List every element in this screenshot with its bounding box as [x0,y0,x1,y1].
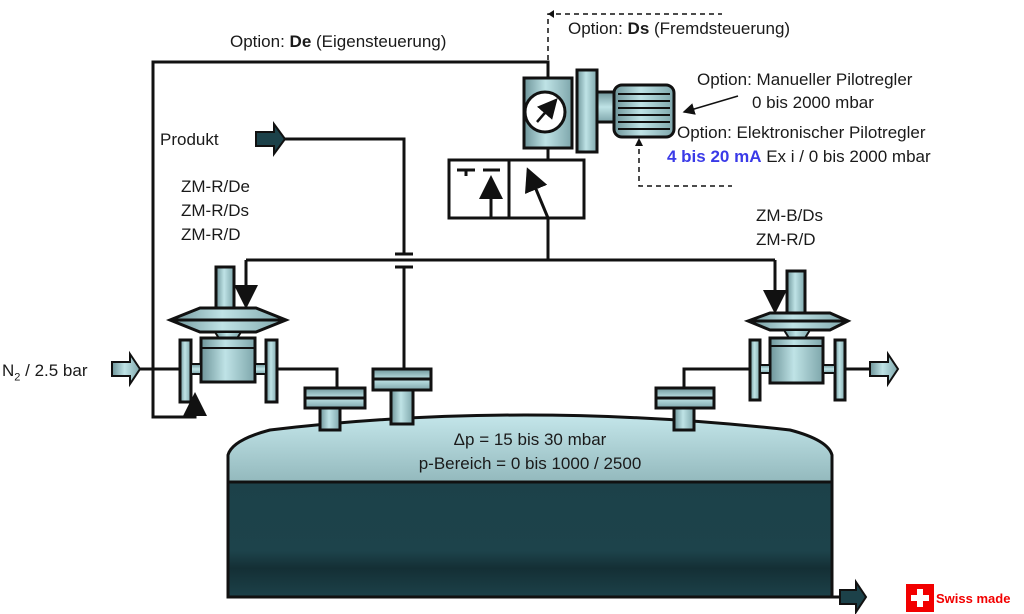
n2-inlet-label: N2 / 2.5 bar [2,361,88,387]
tank-nozzle-right [654,386,716,432]
storage-tank [226,413,834,599]
left-model-3: ZM-R/D [181,225,241,244]
left-regulator-valve [165,265,291,404]
n2-suffix: / 2.5 bar [20,361,88,380]
right-model-1: ZM-B/Ds [756,206,824,225]
swiss-made-text: Swiss made [936,590,1011,606]
n2-inlet-arrow-icon [111,350,142,388]
ep-arrow-icon [635,138,643,146]
ds-arrow-icon [548,10,554,18]
option-ds-prefix: Option: [568,19,628,38]
n2-subscript: 2 [14,371,21,384]
produkt-label: Produkt [160,130,219,149]
pilot-regulator [522,68,676,164]
piping [140,60,870,419]
switching-valve [447,158,586,220]
option-de-code: De [289,32,312,51]
tank-range-label: p-Bereich = 0 bis 1000 / 2500 [418,454,642,473]
swiss-made-badge: Swiss made [906,584,1010,612]
produkt-arrow-icon [255,120,287,158]
option-ds-label: Option: Ds (Fremdsteuerung) [568,19,790,39]
right-model-2: ZM-R/D [756,230,816,249]
tank-nozzle-center [371,367,433,426]
pipe-crossing [395,252,413,269]
swiss-flag-icon [906,584,934,612]
option-de-prefix: Option: [230,32,290,51]
electronic-pilot-signal: 4 bis 20 mA [667,147,762,166]
left-model-2: ZM-R/Ds [181,201,249,220]
electronic-pilot-line2: 4 bis 20 mA Ex i / 0 bis 2000 mbar [667,147,931,167]
option-de-label: Option: De (Eigensteuerung) [230,32,446,52]
option-ds-code: Ds [627,19,650,38]
tank-nozzle-left [303,386,367,432]
manual-pilot-pointer [682,95,739,115]
tank-gas-space [226,413,834,484]
manual-pilot-line1: Option: Manueller Pilotregler [697,70,913,89]
tank-dp-label: Δp = 15 bis 30 mbar [453,430,607,449]
left-model-1: ZM-R/De [181,177,250,196]
outlet-arrow-icon [839,578,868,614]
right-outlet-arrow-icon [869,350,900,388]
manual-pilot-line2: 0 bis 2000 mbar [752,93,874,112]
electronic-pilot-line1: Option: Elektronischer Pilotregler [677,123,926,142]
tank-liquid [226,480,834,599]
option-de-suffix: (Eigensteuerung) [311,32,447,51]
electronic-pilot-rest: Ex i / 0 bis 2000 mbar [761,147,931,166]
right-regulator-valve [743,269,852,402]
n2-prefix: N [2,361,15,380]
option-ds-suffix: (Fremdsteuerung) [649,19,791,38]
